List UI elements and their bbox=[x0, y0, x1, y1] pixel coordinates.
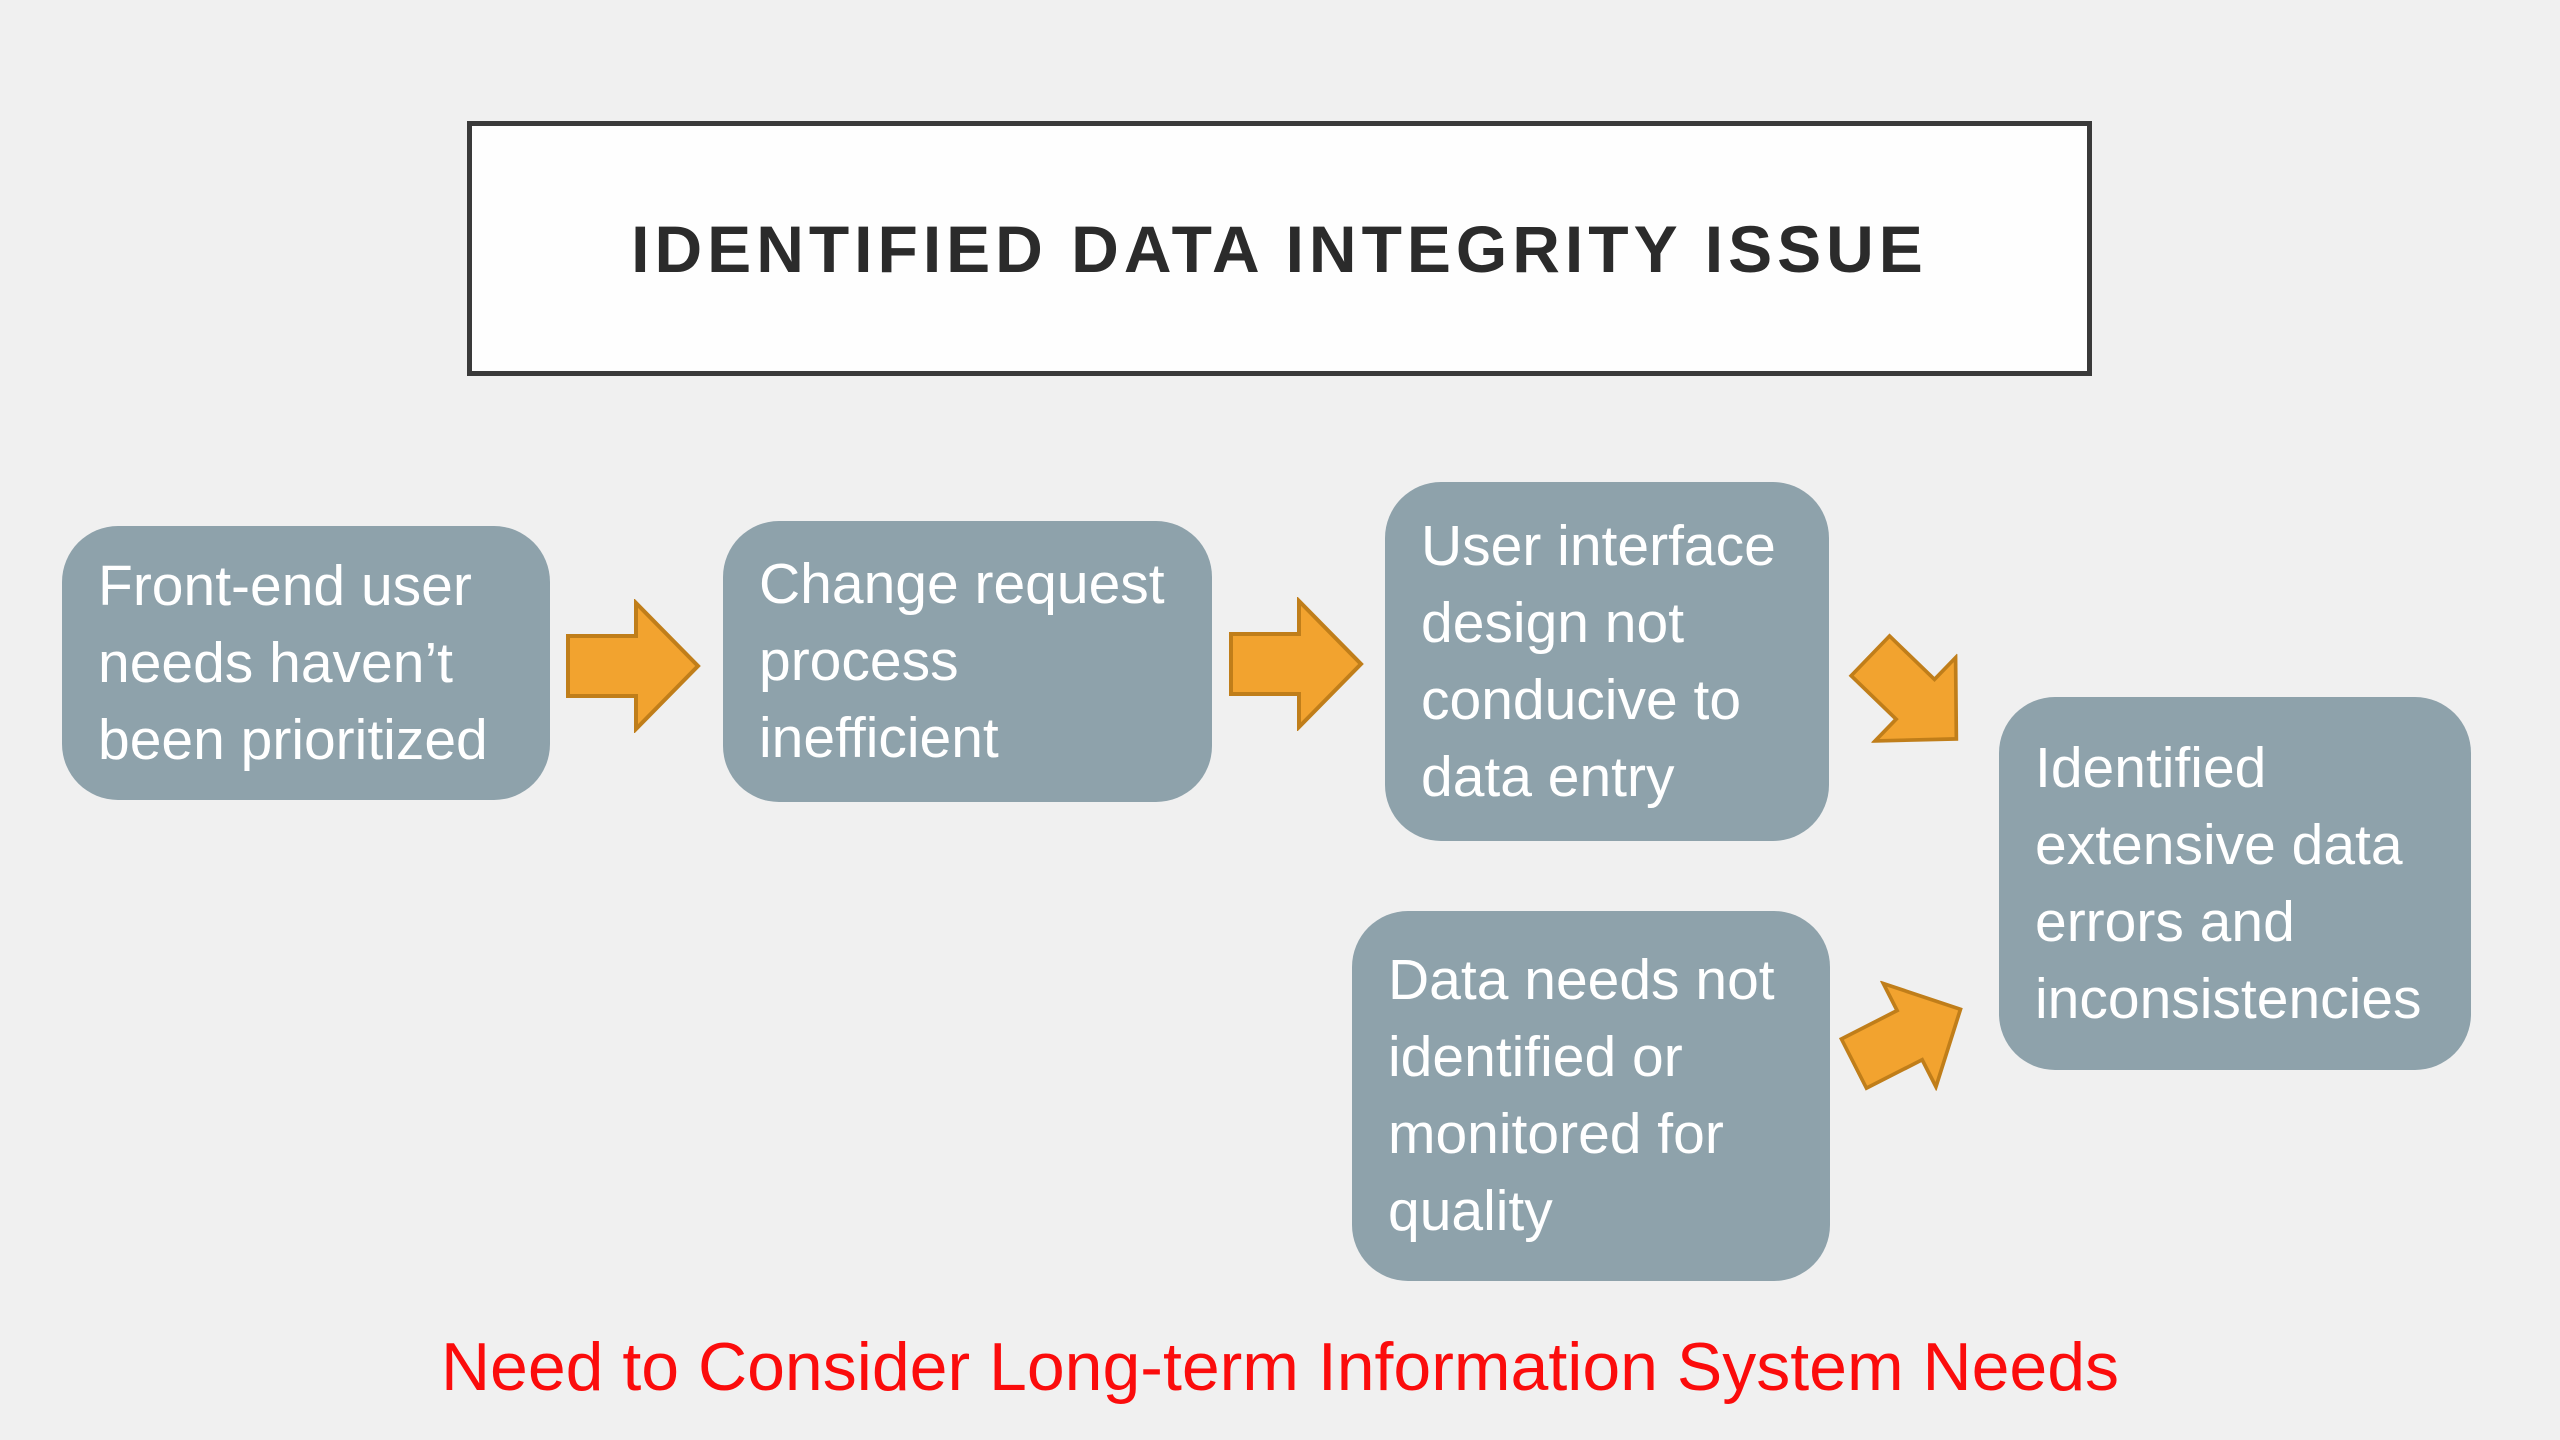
flow-box-label: Change request process inefficient bbox=[759, 552, 1165, 770]
title-box: IDENTIFIED DATA INTEGRITY ISSUE bbox=[467, 121, 2092, 376]
down-right-arrow-icon bbox=[1826, 610, 2002, 786]
footer-note: Need to Consider Long-term Information S… bbox=[440, 1329, 2120, 1405]
flow-box-front-end-user-needs: Front-end user needs haven’t been priori… bbox=[62, 526, 550, 800]
page-title: IDENTIFIED DATA INTEGRITY ISSUE bbox=[631, 211, 1928, 286]
right-arrow-icon bbox=[1229, 597, 1365, 731]
flow-box-ui-design: User interface design not conducive to d… bbox=[1385, 482, 1829, 841]
flow-box-label: Data needs not identified or monitored f… bbox=[1388, 948, 1775, 1243]
flow-box-change-request-process: Change request process inefficient bbox=[723, 521, 1212, 802]
flow-box-data-needs: Data needs not identified or monitored f… bbox=[1352, 911, 1830, 1281]
flow-box-label: User interface design not conducive to d… bbox=[1421, 513, 1776, 809]
flow-box-identified-errors: Identified extensive data errors and inc… bbox=[1999, 697, 2471, 1070]
flow-box-label: Front-end user needs haven’t been priori… bbox=[98, 553, 488, 772]
right-arrow-icon bbox=[566, 599, 702, 733]
up-right-arrow-icon bbox=[1824, 953, 1991, 1120]
flow-box-label: Identified extensive data errors and inc… bbox=[2035, 735, 2422, 1031]
